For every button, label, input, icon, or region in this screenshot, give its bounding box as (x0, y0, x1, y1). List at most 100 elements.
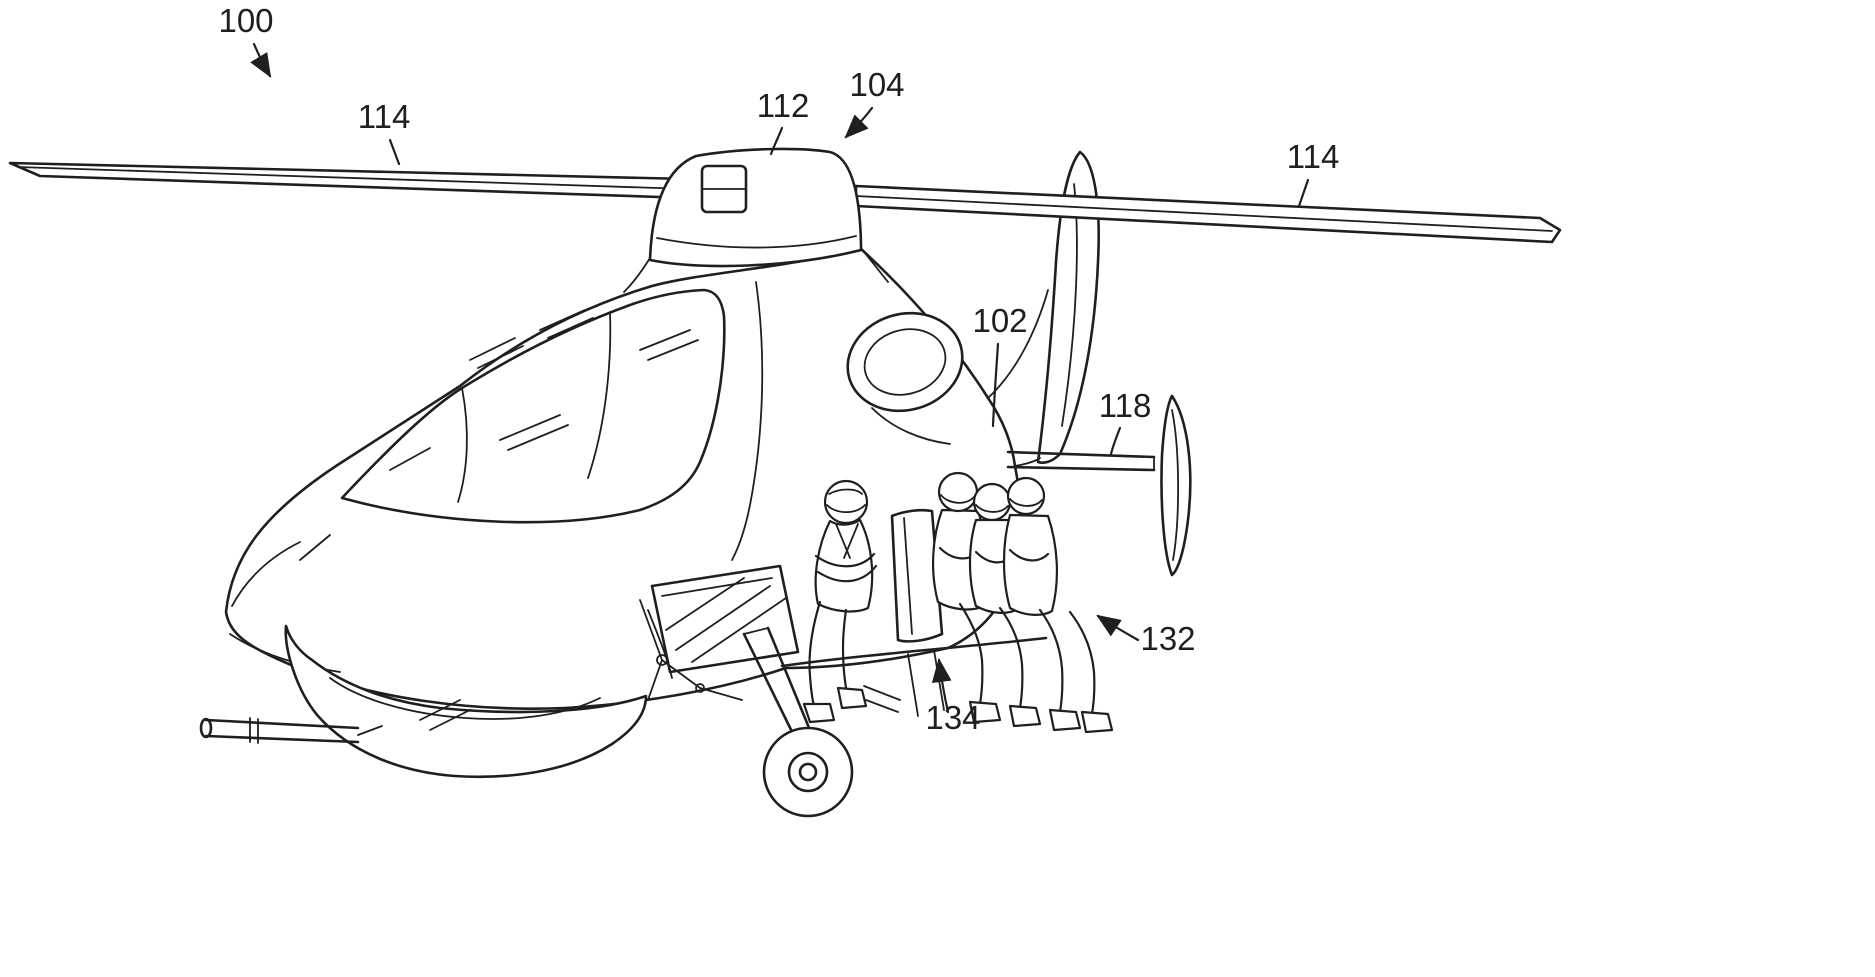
crew2-helmet (937, 471, 979, 513)
nose-inner-line (231, 541, 301, 607)
engine-cowl-seam (871, 407, 951, 445)
crew4-leg-2 (1068, 610, 1096, 716)
leader-114-left (388, 138, 401, 166)
intake-inner (863, 328, 947, 396)
crew3-visor (975, 504, 1009, 513)
nose-gun (199, 717, 383, 744)
ref-label-112: 112 (757, 87, 810, 124)
left-rotor-blade-midline (17, 166, 689, 190)
engine-intake (846, 311, 964, 413)
bay-door-inner-line (661, 577, 773, 597)
tail-boom-lower (1014, 457, 1041, 467)
crew4-leg-1 (1038, 608, 1064, 714)
bay-door-hatch-marks (665, 577, 787, 663)
left-rotor-blade (8, 161, 690, 200)
stabilizer-end-fin (1160, 394, 1192, 577)
bay-door-mechanism (639, 564, 800, 701)
crew2-leg (958, 602, 984, 706)
seat-back-panel (890, 508, 944, 643)
stabilizer-end-fin-inner (1171, 409, 1180, 561)
lower-hull-sponson (284, 624, 648, 779)
seat-back-inner-line (903, 517, 913, 635)
external-bench (780, 508, 1048, 717)
horizontal-stabilizer-top (1006, 450, 1156, 459)
crew1-helmet-band (828, 488, 863, 495)
crew4-torso (1002, 513, 1059, 616)
ref-label-102: 102 (972, 302, 1027, 339)
ref-label-104: 104 (849, 66, 904, 103)
ref-label-132: 132 (1140, 620, 1195, 657)
leader-102 (991, 342, 1000, 428)
gun-barrel-bottom (204, 734, 360, 744)
reference-leaders (250, 42, 1310, 714)
intake-outer (846, 311, 964, 413)
gun-muzzle (199, 717, 213, 739)
rotor-hub-fairing (623, 147, 889, 293)
leader-100 (250, 42, 272, 78)
ref-label-100: 100 (218, 2, 273, 39)
crew1-boot-2 (836, 686, 868, 710)
sponson-outline (284, 624, 648, 779)
gear-strut-rear (766, 626, 816, 742)
crew1-boot-1 (802, 702, 836, 724)
tail-boom-upper (987, 289, 1049, 399)
leader-118 (1109, 426, 1122, 456)
leader-132 (1096, 614, 1140, 642)
crew-figure-1 (802, 479, 878, 724)
wheel-rim (787, 751, 829, 793)
crew3-boot (1008, 704, 1042, 728)
crew3-helmet (972, 482, 1012, 522)
tail-fin-outline (1036, 150, 1100, 465)
crew1-helmet (823, 479, 869, 525)
canopy-outline (340, 288, 726, 524)
leader-112 (769, 126, 784, 156)
crew4-boot-1 (1048, 708, 1082, 732)
wheel-hub (798, 762, 818, 782)
gear-strut-cross (743, 627, 769, 635)
leader-134 (931, 657, 952, 714)
crew2-boot (968, 700, 1002, 724)
leader-114-right (1297, 178, 1310, 208)
sponson-inner-line (329, 677, 601, 720)
crew1-leg-1 (808, 600, 822, 708)
ref-label-114-left: 114 (358, 98, 411, 135)
ref-label-114-right: 114 (1287, 138, 1340, 175)
crew4-helmet (1006, 476, 1046, 516)
bay-door-panel (650, 564, 800, 674)
reference-labels: 100 114 112 104 114 102 118 132 134 (218, 2, 1339, 736)
ref-label-118: 118 (1099, 387, 1152, 424)
crew4-arm (1008, 548, 1050, 562)
personnel-figures (802, 471, 1114, 734)
door-linkage (639, 599, 743, 701)
crew1-strap-1 (835, 523, 851, 559)
canopy-mid-pillar (587, 311, 612, 479)
leader-104 (844, 106, 874, 139)
glass-hatch-marks (299, 309, 699, 561)
gun-mount (357, 725, 383, 736)
bench-step-bottom (865, 699, 899, 713)
crew4-boot-2 (1080, 710, 1114, 734)
hub-cowl-left (623, 257, 651, 293)
crew2-visor (940, 494, 975, 504)
crew3-leg (998, 606, 1024, 710)
canopy-front-pillar (457, 387, 468, 503)
tail-assembly (987, 289, 1192, 577)
deck-edge (780, 636, 1048, 668)
cabin-seam (731, 281, 764, 561)
crew1-arm-upper (814, 552, 876, 568)
crew-figure-4 (1002, 476, 1114, 734)
ref-label-134: 134 (925, 699, 980, 736)
gun-barrel-top (204, 718, 360, 730)
crew1-arm-lower (816, 564, 878, 583)
right-rotor-blade-midline (855, 195, 1553, 232)
sponson-hatch-marks (419, 699, 471, 731)
crew1-visor (826, 504, 866, 514)
gear-strut-front (742, 632, 800, 746)
horizontal-stabilizer-bottom (1006, 465, 1156, 472)
bench-step-top (863, 685, 901, 701)
crew1-strap-2 (843, 523, 859, 559)
wheel-tire (762, 726, 854, 818)
cockpit-canopy (299, 288, 726, 561)
bench-support-1 (907, 653, 919, 717)
